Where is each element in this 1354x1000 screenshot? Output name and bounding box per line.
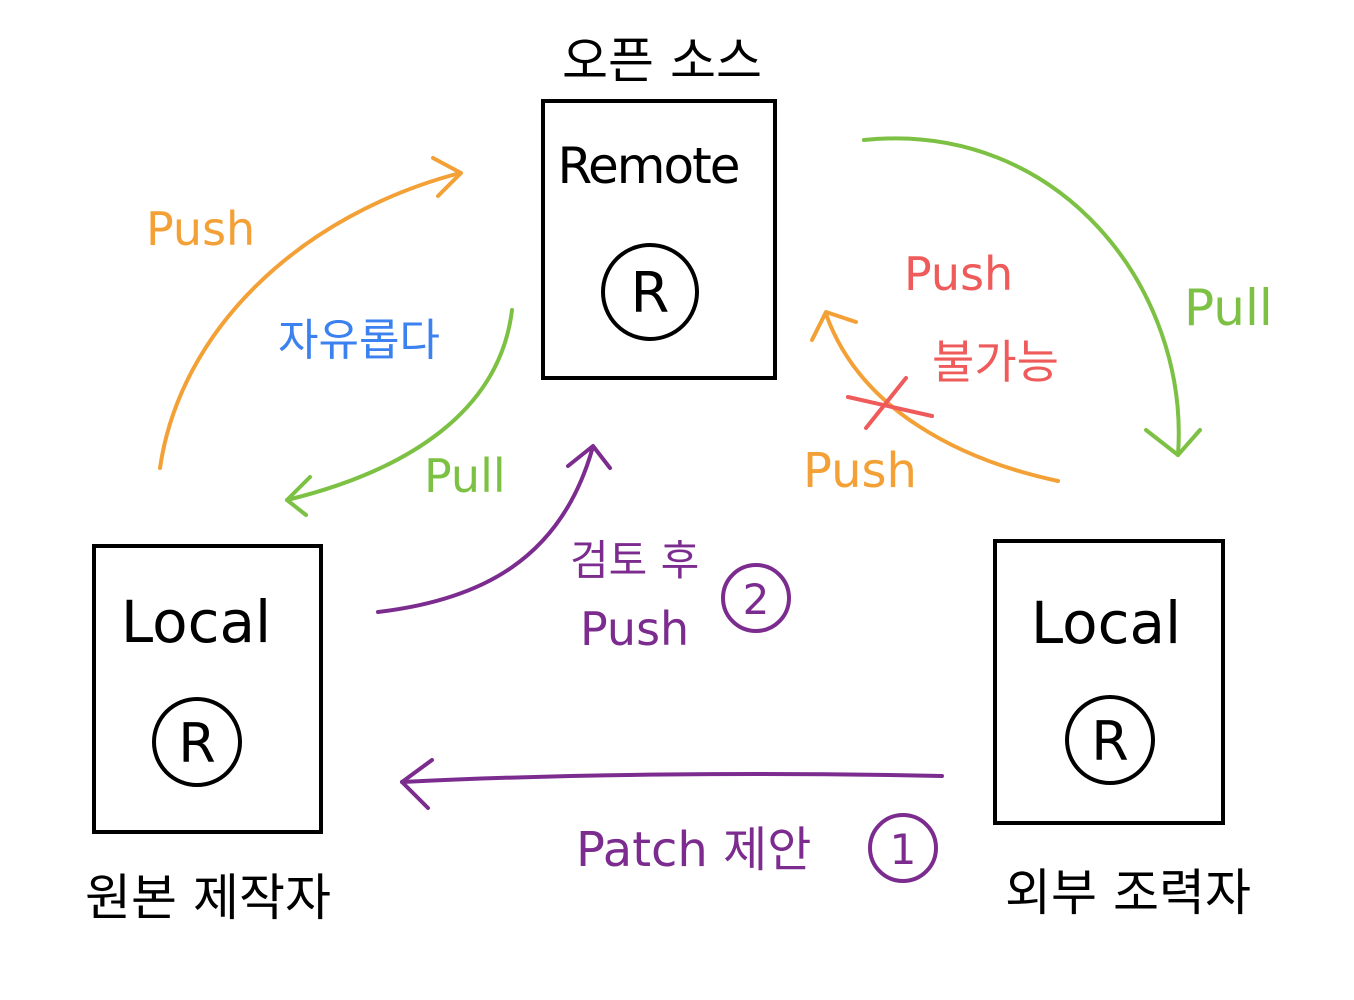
left-push-arrow xyxy=(158,171,462,470)
remote-caption: 오픈 소스 xyxy=(562,32,762,90)
right-push-arrowhead xyxy=(810,310,858,342)
review-push-line2: Push xyxy=(580,602,689,656)
patch-arrow xyxy=(400,772,944,784)
review-push-line1: 검토 후 xyxy=(570,536,699,585)
review-push-arrowhead xyxy=(566,444,612,470)
blocked-impossible-label: 불가능 xyxy=(932,335,1059,389)
remote-box xyxy=(541,99,777,380)
local-right-caption: 외부 조력자 xyxy=(1005,864,1251,922)
right-push-arrow xyxy=(824,312,1060,483)
local-right-repo-icon xyxy=(1065,695,1155,785)
local-right-label: Local xyxy=(1031,589,1181,657)
step-1-badge xyxy=(868,813,938,883)
local-right-box xyxy=(993,539,1225,825)
left-push-label: Push xyxy=(146,202,255,256)
local-left-label: Local xyxy=(121,588,271,656)
left-pull-arrowhead xyxy=(285,475,312,517)
left-push-note: 자유롭다 xyxy=(278,315,440,366)
local-left-repo-symbol: R xyxy=(178,712,216,775)
step-1-number: 1 xyxy=(890,825,917,874)
remote-repo-icon xyxy=(601,243,699,341)
left-push-arrowhead xyxy=(431,156,463,198)
review-push-arrow xyxy=(376,448,594,614)
left-pull-label: Pull xyxy=(424,449,506,503)
left-pull-arrow xyxy=(285,308,514,502)
local-left-repo-icon xyxy=(152,697,242,787)
local-left-box xyxy=(92,544,323,834)
blocked-x-mark xyxy=(846,376,934,430)
patch-arrowhead xyxy=(400,758,434,810)
right-pull-label: Pull xyxy=(1184,279,1273,337)
patch-label: Patch 제안 xyxy=(576,822,811,878)
remote-label: Remote xyxy=(558,137,739,195)
local-right-repo-symbol: R xyxy=(1091,710,1129,773)
blocked-push-label: Push xyxy=(904,247,1013,301)
right-pull-arrow xyxy=(862,136,1181,457)
local-left-caption: 원본 제작자 xyxy=(85,869,331,927)
step-2-number: 2 xyxy=(743,575,770,624)
remote-repo-symbol: R xyxy=(631,261,670,326)
step-2-badge xyxy=(721,563,791,633)
right-pull-arrowhead xyxy=(1144,428,1202,457)
right-push-label: Push xyxy=(803,443,917,499)
